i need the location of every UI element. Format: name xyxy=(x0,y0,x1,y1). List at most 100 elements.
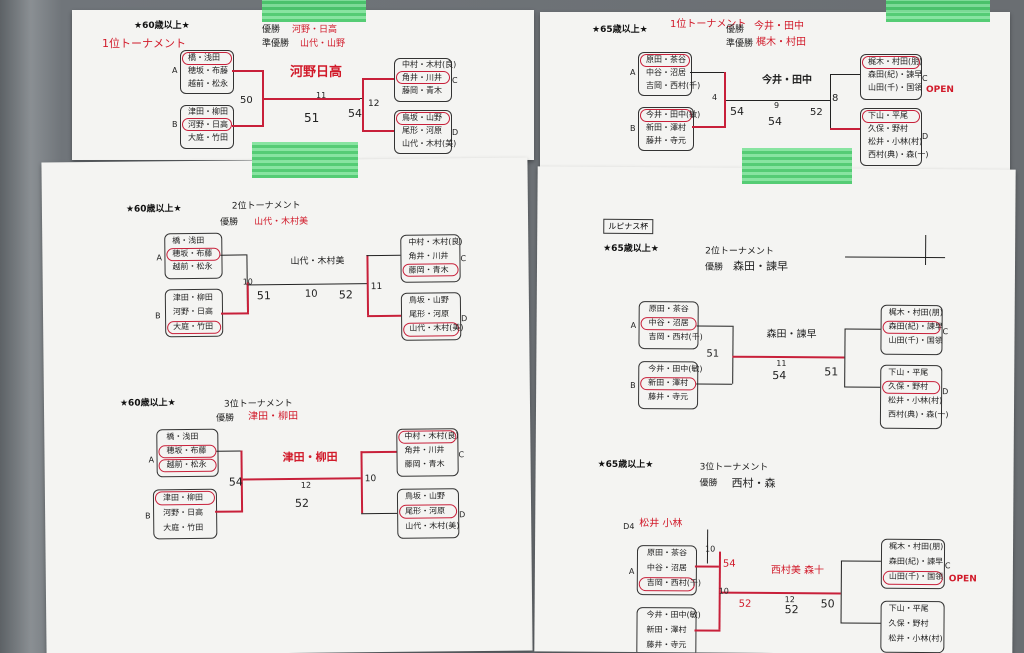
win-value: 山代・木村美 xyxy=(254,216,309,228)
team: 藤岡・青木 xyxy=(402,86,442,95)
team: 新田・澤村 xyxy=(646,625,687,635)
label-c: C xyxy=(944,561,951,571)
group-a-box xyxy=(638,52,692,96)
green-tape xyxy=(742,148,852,184)
team: 吉岡・西村(千) xyxy=(648,332,703,342)
score: 10 xyxy=(704,544,716,554)
score: 11 xyxy=(370,281,383,293)
score: 12 xyxy=(300,480,312,490)
score: 50 xyxy=(820,597,835,611)
label-a: A xyxy=(172,66,178,75)
winner-highlight xyxy=(640,54,690,67)
team: 越前・松永 xyxy=(166,459,207,470)
open-note: OPEN xyxy=(926,85,954,95)
group-c-box xyxy=(860,54,922,100)
label-c: C xyxy=(452,76,458,85)
team: 尾形・河原 xyxy=(405,506,446,516)
subtitle: 1位トーナメント xyxy=(102,37,186,50)
team: 中谷・沼居 xyxy=(646,563,687,573)
group-a-box xyxy=(180,50,234,94)
team: 原田・茶谷 xyxy=(648,304,689,314)
team: 橋・浅田 xyxy=(166,431,199,442)
win-value: 河野・日高 xyxy=(292,25,338,35)
winner-highlight xyxy=(396,112,450,125)
team: 鳥坂・山野 xyxy=(404,491,445,501)
team: 原田・茶谷 xyxy=(646,55,686,64)
score: 54 xyxy=(348,107,362,120)
score: 10 xyxy=(304,288,318,300)
green-tape xyxy=(262,0,366,22)
group-b-box xyxy=(180,105,234,149)
score: 52 xyxy=(738,598,752,610)
team: 山田(千)・国領 xyxy=(888,571,944,582)
score: 51 xyxy=(304,111,320,125)
second-value: 山代・山野 xyxy=(300,39,346,49)
team: 大庭・竹田 xyxy=(173,321,214,332)
win-label: 優勝 xyxy=(262,25,281,35)
green-tape xyxy=(886,0,990,22)
team: 藤岡・青木 xyxy=(404,459,445,469)
team: 新田・澤村 xyxy=(646,123,686,132)
score: 52 xyxy=(338,288,353,302)
team: 中村・木村(良) xyxy=(402,60,457,69)
score: 9 xyxy=(774,101,780,110)
score: 54 xyxy=(768,115,782,128)
team: 森田(紀)・諫早 xyxy=(868,70,923,79)
green-tape xyxy=(252,142,358,178)
label-d: D xyxy=(922,132,929,141)
team: 松井・小林(村) xyxy=(868,137,923,146)
sheet-65-second-third: ルピナス杯 ★65歳以上★ 2位トーナメント 優勝 森田・諫早 A 原田・茶谷 … xyxy=(534,166,1016,653)
score: 54 xyxy=(228,475,243,489)
label-d: D xyxy=(461,314,468,324)
team: 角井・川井 xyxy=(408,251,449,261)
header: ★65歳以上★ xyxy=(603,243,659,255)
label-d: D xyxy=(459,510,466,520)
label-d: D xyxy=(452,128,459,137)
score: 12 xyxy=(368,99,380,109)
team: 山代・木村(美) xyxy=(409,323,464,333)
win-value: 森田・諫早 xyxy=(732,259,789,274)
win-value: 今井・田中 xyxy=(754,21,804,32)
header: ★65歳以上★ xyxy=(597,459,654,471)
team: 角井・川井 xyxy=(402,73,442,82)
team: 下山・平尾 xyxy=(888,603,929,614)
group-b-box xyxy=(638,107,694,151)
score: 54 xyxy=(772,368,787,383)
score: 4 xyxy=(712,93,718,102)
second-label: 準優勝 xyxy=(262,39,290,49)
score: 10 xyxy=(242,277,253,287)
label-b: B xyxy=(630,124,636,133)
team: 森田(紀)・諫早 xyxy=(888,321,943,332)
label-c: C xyxy=(922,74,928,83)
d4-team: 松井 小林 xyxy=(639,518,683,530)
header: ★60歳以上★ xyxy=(134,21,190,31)
score: 8 xyxy=(832,93,839,104)
score: 52 xyxy=(784,603,799,617)
team: 下山・平尾 xyxy=(868,111,908,120)
score: 54 xyxy=(730,105,744,118)
team: 穂坂・布藤 xyxy=(166,445,207,456)
team: 藤井・寺元 xyxy=(648,392,689,402)
team: 穂坂・布藤 xyxy=(188,66,228,75)
header: ★60歳以上★ xyxy=(119,398,176,409)
score: 11 xyxy=(316,91,327,100)
label-b: B xyxy=(145,511,151,521)
team: 梶木・村田(朋) xyxy=(888,307,943,318)
team: 津田・柳田 xyxy=(172,292,213,303)
team: 山田(千)・国領 xyxy=(888,335,943,346)
team: 松井・小林(村) xyxy=(888,395,943,406)
score: 51 xyxy=(256,289,271,303)
team: 久保・野村 xyxy=(888,381,929,392)
score: 51 xyxy=(824,365,839,379)
center-name: 森田・諫早 xyxy=(766,328,817,341)
win-label: 優勝 xyxy=(726,25,745,35)
score: 54 xyxy=(722,558,736,570)
team: 鳥坂・山野 xyxy=(408,295,449,305)
team: 松井・小林(村) xyxy=(888,633,943,644)
win-value: 津田・柳田 xyxy=(248,410,299,423)
team: 山代・木村(美) xyxy=(405,521,460,531)
team: 穂坂・布藤 xyxy=(172,248,213,259)
group-c-box xyxy=(394,58,452,102)
score: 50 xyxy=(240,95,253,106)
